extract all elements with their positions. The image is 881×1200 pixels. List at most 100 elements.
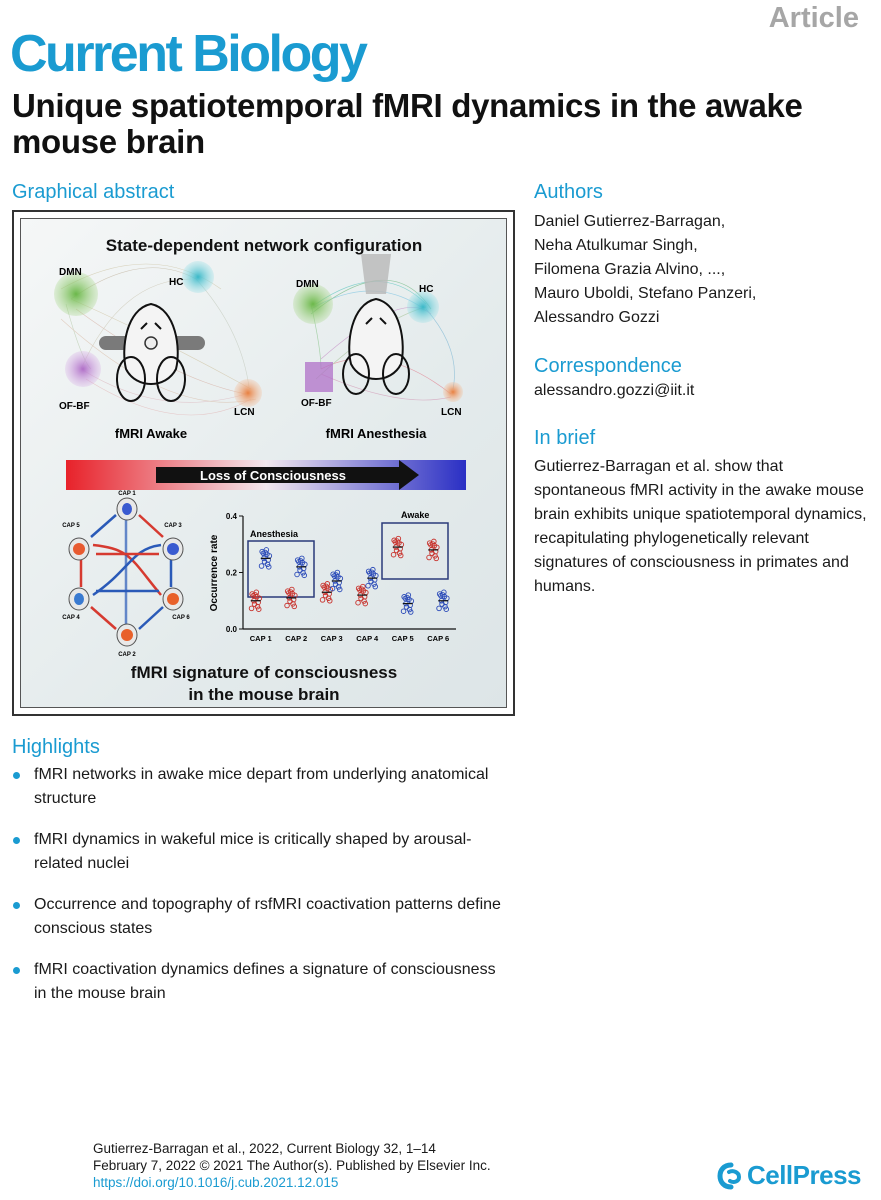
scatter-point (368, 569, 375, 575)
scatter-point (290, 596, 297, 603)
scatter-point (320, 582, 326, 589)
cap2-diagram-label: CAP 2 (118, 652, 136, 658)
awake-ofbf-cluster (65, 351, 101, 387)
awake-hc-cluster (182, 261, 214, 293)
cellpress-logo[interactable]: CellPress (717, 1160, 862, 1191)
scatter-point (284, 602, 290, 609)
scatter-point (391, 537, 397, 544)
graphical-abstract-heading: Graphical abstract (12, 181, 175, 203)
cap5-diagram-label: CAP 5 (62, 523, 80, 529)
scatter-point (408, 609, 414, 615)
chart-anesthesia-annotation: Anesthesia (250, 529, 299, 539)
x-tick-label: CAP 2 (285, 634, 307, 643)
x-tick-label: CAP 4 (356, 634, 379, 643)
scatter-point (297, 558, 304, 564)
correspondence-heading: Correspondence (534, 355, 682, 377)
author-line: Daniel Gutierrez-Barragan, (534, 213, 726, 230)
article-type-label: Article (768, 2, 859, 34)
scatter-point (436, 591, 443, 597)
anesthesia-lcn-cluster (443, 382, 463, 402)
scatter-point (439, 592, 446, 598)
scatter-point (372, 583, 379, 590)
scatter-point (401, 594, 407, 600)
anesthesia-dmn-cluster (293, 284, 333, 324)
bullet-icon (13, 967, 20, 974)
doi-link[interactable]: https://doi.org/10.1016/j.cub.2021.12.01… (93, 1175, 339, 1190)
bullet-icon (13, 772, 20, 779)
y-tick-label: 0.0 (226, 625, 238, 634)
x-tick-label: CAP 5 (392, 634, 414, 643)
scatter-point (442, 599, 449, 606)
correspondence-email[interactable]: alessandro.gozzi@iit.it (534, 382, 695, 399)
anesthesia-network-figure: DMN HC OF-BF LCN fMRI Anesthesia (293, 254, 463, 441)
awake-box (381, 522, 449, 580)
y-tick-label: 0.4 (226, 512, 238, 521)
citation-line1: Gutierrez-Barragan et al., 2022, Current… (93, 1141, 436, 1156)
author-line: Mauro Uboldi, Stefano Panzeri, (534, 285, 757, 302)
cap3-diagram-label: CAP 3 (164, 523, 182, 529)
author-line: Alessandro Gozzi (534, 309, 660, 326)
author-line: Filomena Grazia Alvino, ..., (534, 261, 726, 278)
scatter-point (355, 585, 362, 592)
cap-brain-icons (68, 497, 184, 647)
scatter-point (362, 600, 369, 607)
ga-bottom-title-line1: fMRI signature of consciousness (131, 663, 397, 682)
consciousness-arrow (156, 460, 419, 490)
anesthesia-ofbf-label: OF-BF (301, 398, 332, 409)
anesthesia-caption: fMRI Anesthesia (326, 426, 427, 441)
highlights-heading: Highlights (12, 736, 100, 758)
scatter-point (330, 571, 336, 577)
scatter-point (404, 594, 410, 601)
cellpress-wordmark: CellPress (746, 1160, 862, 1190)
scatter-point (394, 538, 400, 544)
scatter-point (323, 583, 329, 590)
scatter-point (291, 603, 298, 610)
scatter-point (355, 599, 361, 606)
scatter-point (262, 549, 268, 556)
y-tick-label: 0.2 (226, 569, 238, 578)
awake-dmn-cluster (54, 272, 98, 316)
cellpress-icon (717, 1162, 741, 1189)
in-brief-text: Gutierrez-Barragan et al. show that spon… (534, 458, 867, 595)
scatter-point (255, 606, 262, 612)
anesthesia-lcn-label: LCN (441, 407, 462, 418)
anesthesia-tube (361, 254, 391, 294)
scatter-point (333, 572, 339, 578)
scatter-point (426, 540, 433, 546)
scatter-point (365, 583, 371, 589)
highlight-text: fMRI networks in awake mice depart from … (34, 766, 489, 807)
highlight-text: fMRI dynamics in wakeful mice is critica… (34, 831, 472, 872)
cap4-diagram-label: CAP 4 (62, 615, 80, 621)
scatter-point (432, 548, 439, 555)
scatter-point (319, 597, 326, 603)
authors-list: Daniel Gutierrez-Barragan, Neha Atulkuma… (534, 210, 874, 330)
anesthesia-ofbf-cluster (305, 362, 333, 392)
scatter-point (426, 554, 432, 561)
awake-ofbf-label: OF-BF (59, 401, 90, 412)
awake-lcn-cluster (234, 379, 262, 407)
scatter-point (337, 586, 343, 593)
scatter-point (390, 551, 397, 558)
scatter-point (407, 602, 413, 609)
chart-y-axis-label: Occurrence rate (209, 534, 220, 611)
consciousness-arrow-label: Loss of Consciousness (200, 468, 346, 483)
x-tick-label: CAP 3 (321, 634, 343, 643)
scatter-point (249, 591, 255, 597)
scatter-point (326, 591, 332, 597)
scatter-point (397, 546, 403, 552)
scatter-point (436, 605, 442, 612)
scatter-point (371, 577, 378, 583)
chart-awake-annotation: Awake (401, 510, 429, 520)
graphical-abstract: State-dependent network configuration (12, 210, 515, 716)
cap6-diagram-label: CAP 6 (172, 615, 190, 621)
scatter-point (327, 598, 333, 604)
scatter-point (265, 557, 271, 563)
scatter-point (294, 571, 300, 578)
scatter-point (259, 548, 265, 555)
anesthesia-box (247, 540, 315, 598)
awake-lcn-label: LCN (234, 407, 255, 418)
cap-transition-diagram: CAP 1 CAP 2 CAP 3 CAP 4 CAP 5 CAP 6 (62, 491, 190, 658)
journal-name: Current Biology (10, 25, 368, 83)
scatter-point (365, 568, 372, 575)
